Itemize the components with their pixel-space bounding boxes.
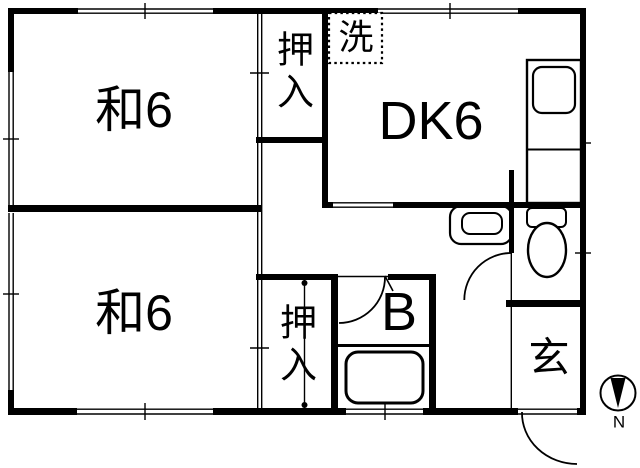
wall-top-mid [213, 8, 378, 14]
entry-door-arc [521, 411, 578, 465]
toilet-door-arc [463, 252, 512, 301]
toilet-bowl [526, 221, 568, 279]
wall-bottom-b [213, 408, 346, 415]
bath-door-leaf [384, 275, 394, 292]
wall-toilet-south [506, 300, 580, 307]
room-label-bath: B [380, 282, 418, 342]
bath-door-arc [338, 276, 386, 324]
compass-icon [599, 374, 637, 412]
wall-bottom-closet-top [256, 274, 338, 280]
washbasin-bowl [461, 212, 503, 235]
windows [3, 3, 591, 420]
wall-bath-north [388, 274, 433, 280]
wall-left-bottom [8, 390, 14, 415]
laundry-pan-dotted-box [327, 11, 384, 65]
room-label-washitsu-top: 和6 [95, 82, 173, 138]
wall-bottom-a [8, 408, 77, 415]
room-label-closet-bottom: 押入 [274, 303, 316, 387]
wall-bottom-c [423, 408, 518, 415]
room-label-washitsu-bottom: 和6 [95, 285, 173, 341]
wall-toilet-west [509, 170, 514, 253]
wall-bath-divider [338, 344, 431, 347]
wall-bottom-d [577, 408, 586, 415]
closet-divider-pivot-top [301, 280, 308, 286]
compass-north-label: N [612, 412, 626, 432]
wall-between-washitsu [8, 205, 262, 212]
wall-bath-west [331, 274, 338, 415]
room-label-closet-top: 押入 [271, 30, 313, 114]
wall-top-right [518, 8, 586, 14]
wall-dk-south-b [393, 202, 586, 208]
fixtures [327, 11, 583, 405]
closet-divider-pivot-bottom [301, 402, 308, 408]
bathtub [344, 350, 425, 405]
wall-bath-east [429, 274, 436, 415]
kitchen-sink [531, 65, 577, 115]
wall-left-top [8, 8, 14, 72]
room-label-laundry: 洗 [338, 18, 374, 58]
wall-dk-west [322, 8, 328, 208]
wall-dk-south-a [322, 202, 333, 208]
wall-top-left [8, 8, 78, 14]
room-label-dk: DK6 [378, 91, 484, 151]
compass-needle-north [610, 378, 626, 408]
room-label-entrance: 玄 [528, 334, 570, 381]
door-arcs [338, 252, 578, 465]
walls [8, 8, 586, 415]
wall-right [580, 8, 586, 415]
wall-top-closet-bottom [256, 137, 328, 143]
